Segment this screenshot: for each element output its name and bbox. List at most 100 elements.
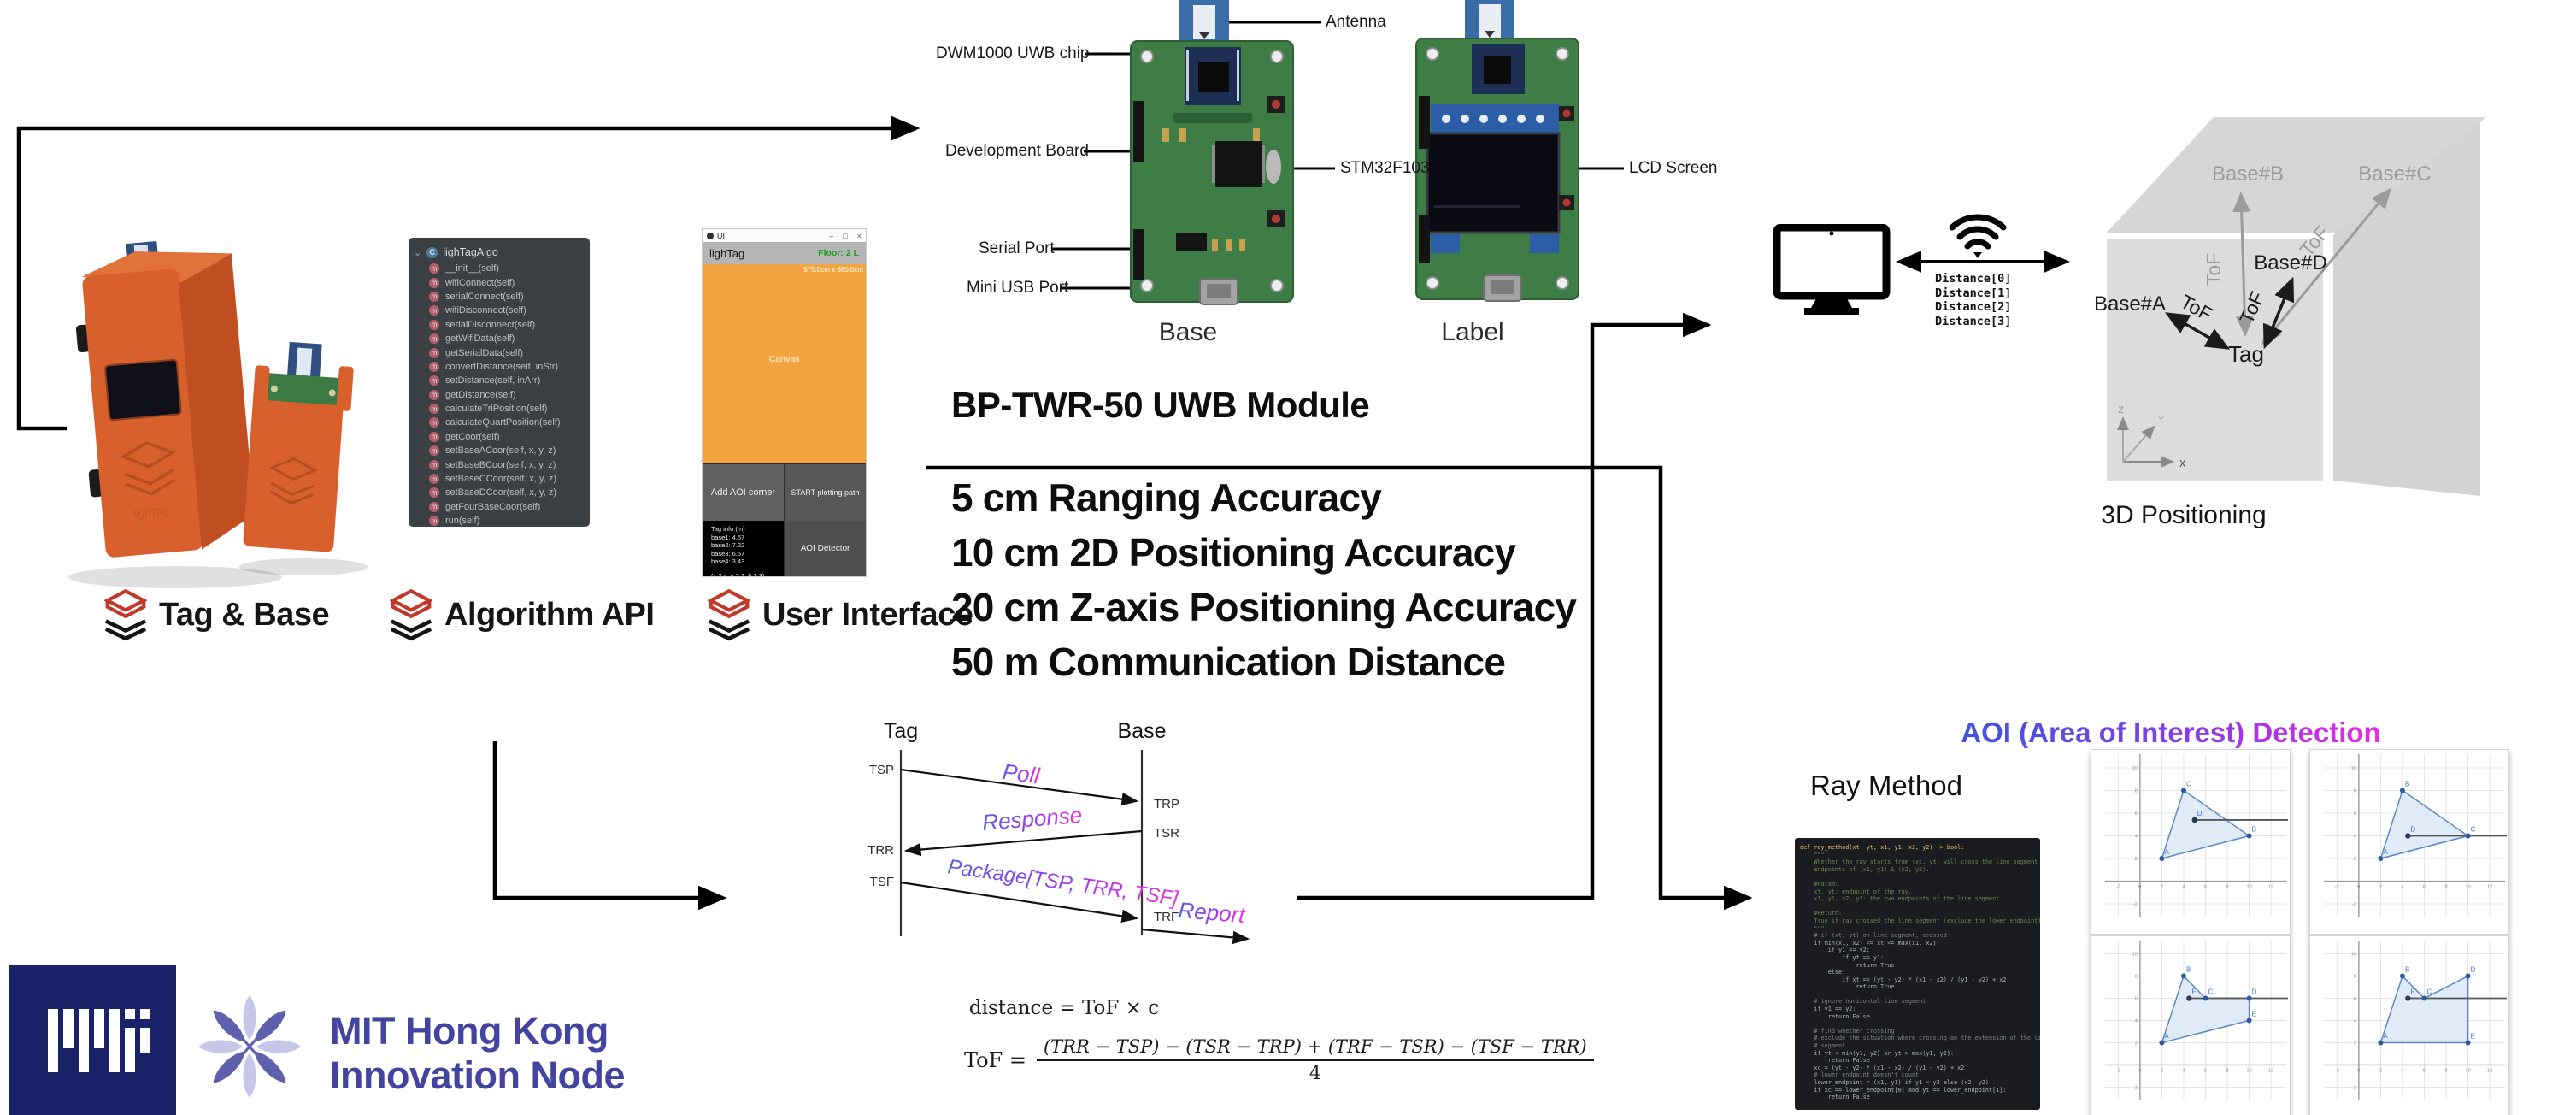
maximize-button[interactable]: □	[843, 231, 848, 240]
svg-text:4: 4	[2354, 1019, 2356, 1024]
aoi-detector-button[interactable]: AOI Detector	[785, 521, 866, 576]
svg-text:A: A	[2164, 848, 2169, 856]
method-icon: m	[429, 516, 439, 527]
method-name: getCoor(self)	[445, 431, 500, 442]
svg-text:2: 2	[2135, 857, 2138, 862]
method-item[interactable]: m__init__(self)	[414, 262, 585, 275]
distance-line: Distance[1]	[1935, 286, 2012, 300]
tof-arrow-base-b	[2232, 192, 2254, 337]
svg-text:0: 0	[2138, 1068, 2141, 1073]
spec-line: 50 m Communication Distance	[951, 640, 1506, 684]
method-item[interactable]: m convertDistance(self, inStr)	[414, 360, 585, 374]
mit-logo	[9, 965, 176, 1115]
label-board-photo	[1415, 0, 1579, 302]
lightag-logo-icon	[390, 588, 432, 641]
code-line: xt, yt: endpoint of the ray.	[1800, 888, 1912, 895]
axis-z-label: z	[2118, 402, 2124, 416]
method-icon: m	[429, 487, 439, 499]
svg-text:2: 2	[2161, 1068, 2163, 1073]
svg-text:8: 8	[2444, 885, 2447, 890]
distance-output: Distance[0]Distance[1]Distance[2]Distanc…	[1935, 272, 2011, 328]
svg-text:4: 4	[2182, 885, 2185, 890]
mark-trf: TRF	[1154, 910, 1179, 924]
callout-dwm1000: DWM1000 UWB chip	[936, 44, 1090, 62]
distance-line: Distance[3]	[1935, 314, 2012, 328]
method-icon: m	[429, 277, 439, 288]
method-icon: m	[429, 474, 439, 485]
svg-text:B: B	[2252, 826, 2256, 834]
close-button[interactable]: ×	[856, 231, 862, 240]
method-name: serialConnect(self)	[445, 291, 524, 302]
arrow-photo-to-module	[16, 115, 920, 431]
code-line: if xt == (yt - y2) * (x1 - x2) / (y1 - y…	[1800, 976, 2010, 983]
svg-text:4: 4	[2354, 835, 2356, 840]
tag-info-line: base2: 7.22	[711, 541, 745, 549]
method-item[interactable]: m run(self)	[414, 514, 585, 528]
map-canvas[interactable]: 575.0cm x 660.0cm Canvas	[703, 264, 866, 463]
method-icon: m	[429, 361, 439, 372]
code-line: if y1 == y2:	[1800, 947, 1870, 954]
callout-lcd-screen: LCD Screen	[1629, 159, 1718, 177]
method-name: setDistance(self, inArr)	[445, 375, 541, 386]
chevron-down-icon[interactable]: ⌄	[414, 247, 422, 258]
tof-formula: ToF = (TRR − TSP) − (TSR − TRP) + (TRF −…	[964, 1036, 1594, 1084]
code-line: """	[1800, 924, 1825, 932]
svg-text:2: 2	[2379, 885, 2382, 890]
photo-shadow	[68, 566, 282, 588]
class-header[interactable]: ⌄ C lighTagAlgo	[414, 245, 585, 260]
minimize-button[interactable]: –	[829, 231, 834, 240]
node-line-2: Innovation Node	[330, 1053, 626, 1097]
method-name: __init__(self)	[445, 263, 499, 274]
method-name: convertDistance(self, inStr)	[445, 361, 559, 372]
spec-line: 10 cm 2D Positioning Accuracy	[951, 530, 1516, 575]
tag-info-line: base1: 4.57	[711, 533, 745, 541]
report-arrow	[1141, 928, 1250, 945]
method-name: serialDisconnect(self)	[445, 319, 536, 330]
method-name: run(self)	[445, 516, 480, 527]
poll-arrow	[900, 768, 1139, 806]
start-plotting-button[interactable]: START plotting path	[785, 464, 866, 521]
svg-text:12: 12	[2268, 1068, 2273, 1073]
svg-text:12: 12	[2487, 885, 2492, 890]
callout-stm32: STM32F103	[1340, 159, 1430, 177]
code-line	[1800, 903, 2035, 911]
add-aoi-corner-button[interactable]: Add AOI corner	[703, 464, 784, 521]
code-line: # segment	[1800, 1042, 1846, 1050]
svg-text:10: 10	[2465, 1068, 2470, 1073]
code-line: # if (xt, yt) on line segment, crossed	[1800, 932, 1947, 940]
poll-message: Poll	[1001, 758, 1042, 788]
tof-arrow-base-a	[2164, 312, 2231, 350]
lightag-logo-icon	[104, 588, 147, 641]
svg-text:10: 10	[2246, 1068, 2251, 1073]
distance-line: Distance[0]	[1935, 272, 2012, 286]
svg-text:8: 8	[2444, 1068, 2447, 1073]
axis-x-label: x	[2179, 456, 2186, 470]
method-icon: m	[429, 347, 439, 358]
product-user-interface: User Interface	[708, 587, 973, 643]
base-device	[243, 341, 354, 552]
arrow-timing-to-computer	[1297, 312, 1712, 900]
svg-text:2: 2	[2354, 857, 2356, 862]
svg-text:10: 10	[2246, 885, 2251, 890]
svg-text:4: 4	[2135, 1019, 2138, 1024]
svg-text:F: F	[2410, 988, 2414, 996]
